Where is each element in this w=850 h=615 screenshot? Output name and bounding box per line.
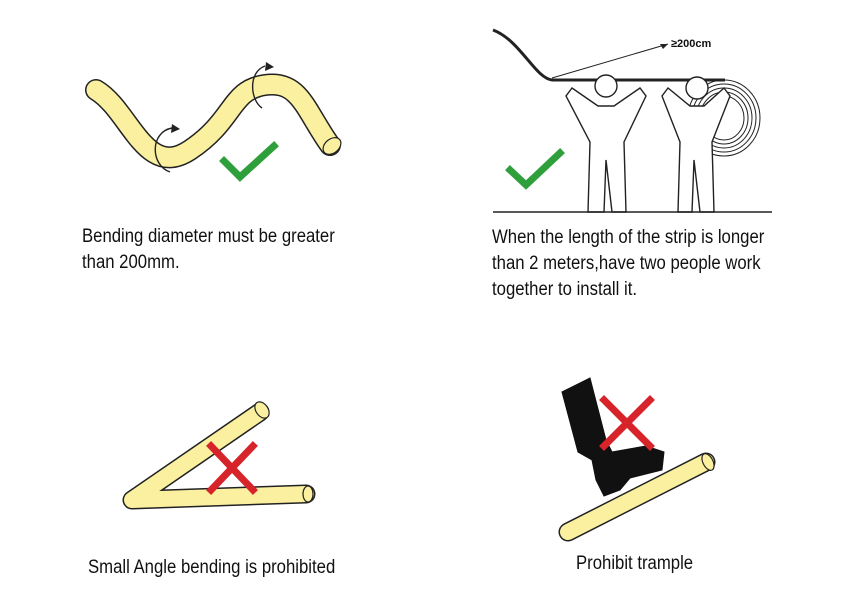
- boot-trample-illustration: [558, 377, 716, 542]
- caption-line: than 2 meters,have two people work: [492, 253, 761, 274]
- caption-two-people: When the length of the strip is longer t…: [492, 225, 764, 303]
- caption-prohibit-trample: Prohibit trample: [576, 551, 693, 577]
- small-angle-strip-illustration: [122, 401, 316, 510]
- check-icon: [219, 141, 279, 182]
- caption-line: Bending diameter must be greater: [82, 226, 335, 247]
- caption-bending-diameter: Bending diameter must be greater than 20…: [82, 224, 335, 276]
- cross-icon: [206, 441, 258, 495]
- wavy-strip-illustration: [85, 62, 342, 173]
- two-people-illustration: [492, 28, 772, 213]
- caption-line: When the length of the strip is longer: [492, 227, 765, 248]
- caption-line: Prohibit trample: [576, 553, 694, 574]
- cross-icon: [599, 395, 655, 451]
- caption-line: than 200mm.: [82, 252, 180, 273]
- caption-small-angle: Small Angle bending is prohibited: [88, 555, 335, 581]
- dimension-label: ≥200cm: [671, 38, 712, 50]
- caption-line: together to install it.: [492, 279, 637, 300]
- caption-line: Small Angle bending is prohibited: [88, 557, 336, 578]
- check-icon: [505, 148, 565, 190]
